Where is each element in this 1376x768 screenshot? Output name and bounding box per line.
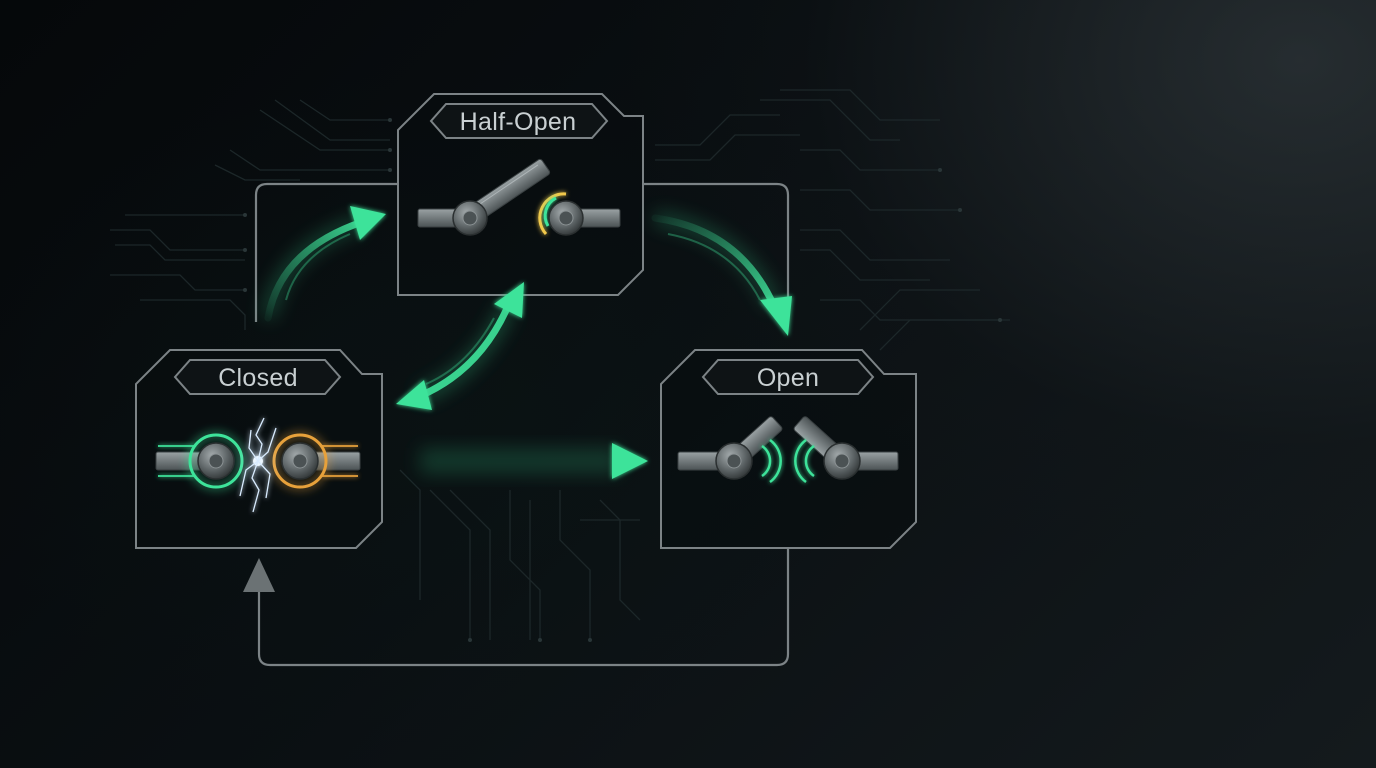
state-open: Open — [656, 349, 920, 549]
connector-lines — [254, 182, 790, 667]
state-closed: Closed — [128, 349, 388, 549]
half-open-label-tab — [429, 103, 609, 139]
arrow-half-open-to-open — [651, 211, 792, 336]
half-open-contact-arc-yellow-icon — [538, 192, 567, 236]
circuit-traces-background — [110, 89, 1010, 640]
half-open-frame — [397, 93, 644, 296]
open-frame — [660, 349, 917, 549]
arrow-closed-to-open — [410, 443, 648, 479]
arrow-closed-to-half-open — [261, 206, 386, 322]
closed-label-tab — [173, 359, 342, 395]
circuit-trace-nodes — [243, 118, 1002, 642]
half-open-switch — [394, 158, 646, 236]
arrow-half-open-closed-bidirectional — [396, 282, 524, 410]
open-switch — [656, 416, 920, 484]
half-open-contact-arc-green-icon — [543, 196, 557, 227]
spark-icon — [239, 417, 277, 513]
closed-glow-ring-orange-icon — [272, 433, 328, 489]
open-label: Open — [757, 364, 819, 392]
closed-glow-ring-green-icon — [188, 433, 244, 489]
return-arrowhead — [243, 558, 275, 592]
open-signal-arcs-icon — [761, 438, 815, 484]
closed-label: Closed — [218, 364, 298, 392]
closed-switch — [128, 417, 388, 513]
open-label-tab — [701, 359, 875, 395]
state-half-open: Half-Open — [394, 93, 646, 296]
half-open-label: Half-Open — [460, 108, 577, 136]
